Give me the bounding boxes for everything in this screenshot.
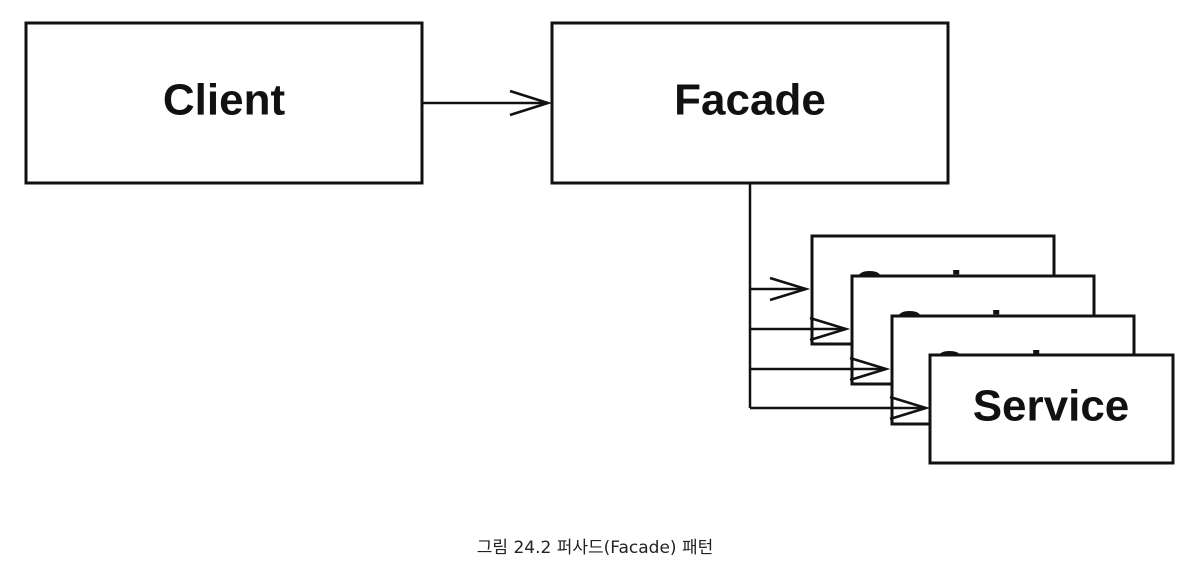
figure-caption: 그림 24.2 퍼사드(Facade) 패턴 [476, 538, 714, 558]
client-box [24, 21, 424, 185]
branch-arrowhead-1 [769, 276, 811, 302]
service-node-4: Service [928, 353, 1175, 465]
service-label-4: Service [973, 382, 1130, 431]
facade-box [550, 21, 950, 185]
branch-arrowhead-4 [889, 395, 931, 421]
service-stack: Service Service Service Service [810, 234, 1175, 465]
facade-node: Facade [550, 21, 950, 185]
branch-arrowhead-3 [849, 356, 891, 382]
facade-to-service-arrows [750, 276, 931, 421]
client-to-facade-arrow [422, 89, 553, 117]
client-node: Client [24, 21, 424, 185]
facade-label: Facade [674, 76, 826, 125]
service-box-4 [928, 353, 1175, 465]
branch-arrowhead-2 [809, 316, 851, 342]
client-label: Client [163, 76, 286, 125]
client-to-facade-arrowhead [509, 89, 553, 117]
